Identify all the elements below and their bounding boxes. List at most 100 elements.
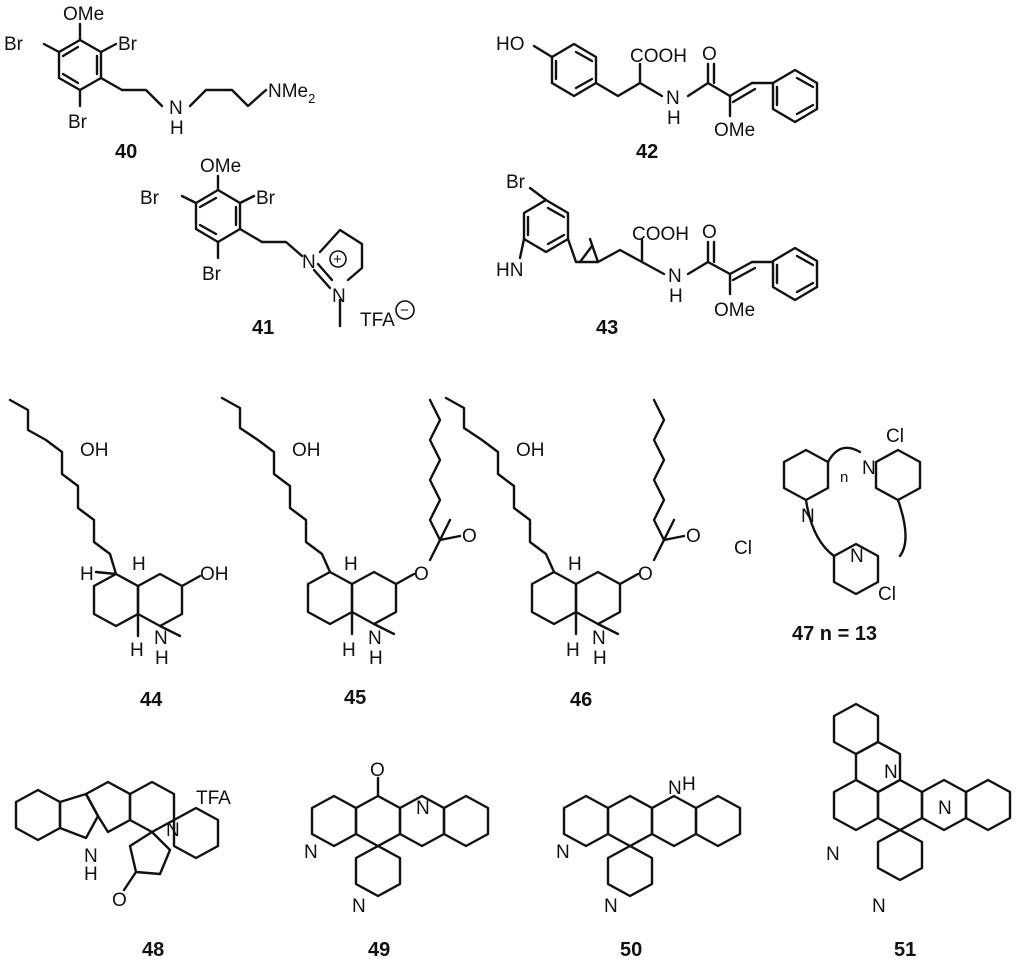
compound-number: 40 <box>115 141 137 163</box>
stereo-h-label: H <box>344 554 358 575</box>
hydroxy-label: HO <box>496 34 525 55</box>
carbonyl-o-label: O <box>686 526 701 547</box>
compound-number: 49 <box>368 939 390 961</box>
compound-number: 45 <box>344 687 366 709</box>
counterion-label: TFA <box>196 788 231 809</box>
compound-43: Br HN COOH N H O OMe 43 <box>496 172 819 339</box>
counterion-label: TFA <box>360 310 395 331</box>
stereo-h-label: H <box>566 640 580 661</box>
amide-n-label: N <box>666 88 680 109</box>
ring-n-label: N <box>352 896 366 917</box>
compound-46: OH O O H H N H 46 <box>444 396 701 711</box>
amine-n-label: N <box>154 628 168 649</box>
carbonyl-o-label: O <box>112 890 127 911</box>
bromo-label: Br <box>506 172 526 193</box>
bromo-label: Br <box>118 34 138 55</box>
stereo-h-label: H <box>342 640 356 661</box>
repeat-subscript: n <box>840 469 848 486</box>
compound-44: OH OH H H H N H 44 <box>8 398 229 711</box>
bromo-label: Br <box>140 188 160 209</box>
compound-49: O N N N 49 <box>304 760 490 961</box>
amide-h-label: H <box>669 286 683 307</box>
indole-h-label: H <box>84 864 98 885</box>
carboxyl-label: COOH <box>630 46 687 67</box>
amine-h-label: H <box>155 648 169 669</box>
stereo-h-label: H <box>132 554 146 575</box>
amide-n-label: N <box>668 266 682 287</box>
methoxy-label: OMe <box>63 4 104 25</box>
ring-n-label: N <box>302 252 316 273</box>
ring-n-label: N <box>304 842 318 863</box>
compound-40: OMe Br Br Br N H NMe2 40 <box>4 4 315 163</box>
methoxy-label: OMe <box>200 156 241 177</box>
compound-number: 47 n = 13 <box>792 623 877 645</box>
subscript: 2 <box>308 91 315 106</box>
compound-number: 42 <box>636 141 658 163</box>
compound-number: 51 <box>894 939 916 961</box>
hydroxy-label: OH <box>292 440 321 461</box>
compound-number: 48 <box>142 939 164 961</box>
amine-h-label: H <box>682 774 696 795</box>
hydroxy-label: OH <box>200 564 229 585</box>
hydroxy-label: OH <box>516 440 545 461</box>
compound-48: N N H O TFA 48 <box>14 780 231 961</box>
dimethylamino-text: NMe <box>268 81 308 102</box>
chloride-label: Cl <box>886 426 904 447</box>
carbonyl-o-label: O <box>702 44 717 65</box>
bromo-label: Br <box>202 264 222 285</box>
ring-n-label: N <box>416 798 430 819</box>
compound-41: OMe Br Br Br N N + TFA − 41 <box>140 156 415 339</box>
carbonyl-o-label: O <box>370 760 385 781</box>
compound-51: N N N N 51 <box>826 702 1012 961</box>
pyridinium-n-label: N <box>862 458 876 479</box>
ring-n-label: N <box>826 844 840 865</box>
ring-n-label: N <box>604 896 618 917</box>
ring-n-label: N <box>556 842 570 863</box>
ring-n-label: N <box>938 798 952 819</box>
compound-45: OH O O H H N H 45 <box>220 396 477 709</box>
compound-47: N N N n Cl Cl Cl 47 n = 13 <box>734 426 922 645</box>
amine-n-label: N <box>169 98 183 119</box>
pyridinium-n-label: N <box>166 820 180 841</box>
amine-n-label: N <box>592 628 606 649</box>
iminium-n-label: N <box>332 286 346 307</box>
negative-charge-icon <box>395 300 415 320</box>
compound-number: 44 <box>140 689 163 711</box>
compound-number: 41 <box>252 317 274 339</box>
pyridinium-n-label: N <box>801 506 815 527</box>
compound-number: 43 <box>596 317 618 339</box>
stereo-h-label: H <box>130 640 144 661</box>
carbonyl-o-label: O <box>702 222 717 243</box>
bromo-label: Br <box>4 34 24 55</box>
stereo-h-label: H <box>80 564 94 585</box>
ester-o-label: O <box>638 564 653 585</box>
carbonyl-o-label: O <box>462 526 477 547</box>
chloride-label: Cl <box>878 584 896 605</box>
amine-h-label: H <box>369 648 383 669</box>
bromo-label: Br <box>256 188 276 209</box>
amine-n-label: N <box>368 628 382 649</box>
compound-50: N H N N 50 <box>556 774 742 961</box>
amine-n-label: N <box>668 778 682 799</box>
indole-nh-label: N <box>84 846 98 867</box>
methoxy-label: OMe <box>714 120 755 141</box>
positive-charge-icon <box>329 250 347 268</box>
ring-n-label: N <box>884 762 898 783</box>
methoxy-label: OMe <box>714 300 755 321</box>
amide-h-label: H <box>667 108 681 129</box>
compound-42: HO COOH N H O OMe 42 <box>496 34 819 163</box>
charge-symbol: + <box>333 251 342 268</box>
charge-symbol: − <box>400 302 409 319</box>
compound-number: 46 <box>570 689 592 711</box>
ester-o-label: O <box>414 564 429 585</box>
stereo-h-label: H <box>568 554 582 575</box>
indole-nh-label: HN <box>496 260 523 281</box>
carboxyl-label: COOH <box>632 224 689 245</box>
ring-n-label: N <box>872 896 886 917</box>
dimethylamino-label: NMe2 <box>268 81 315 106</box>
bromo-label: Br <box>68 112 88 133</box>
pyridinium-n-label: N <box>850 546 864 567</box>
amine-h-label: H <box>593 648 607 669</box>
compound-number: 50 <box>620 939 642 961</box>
